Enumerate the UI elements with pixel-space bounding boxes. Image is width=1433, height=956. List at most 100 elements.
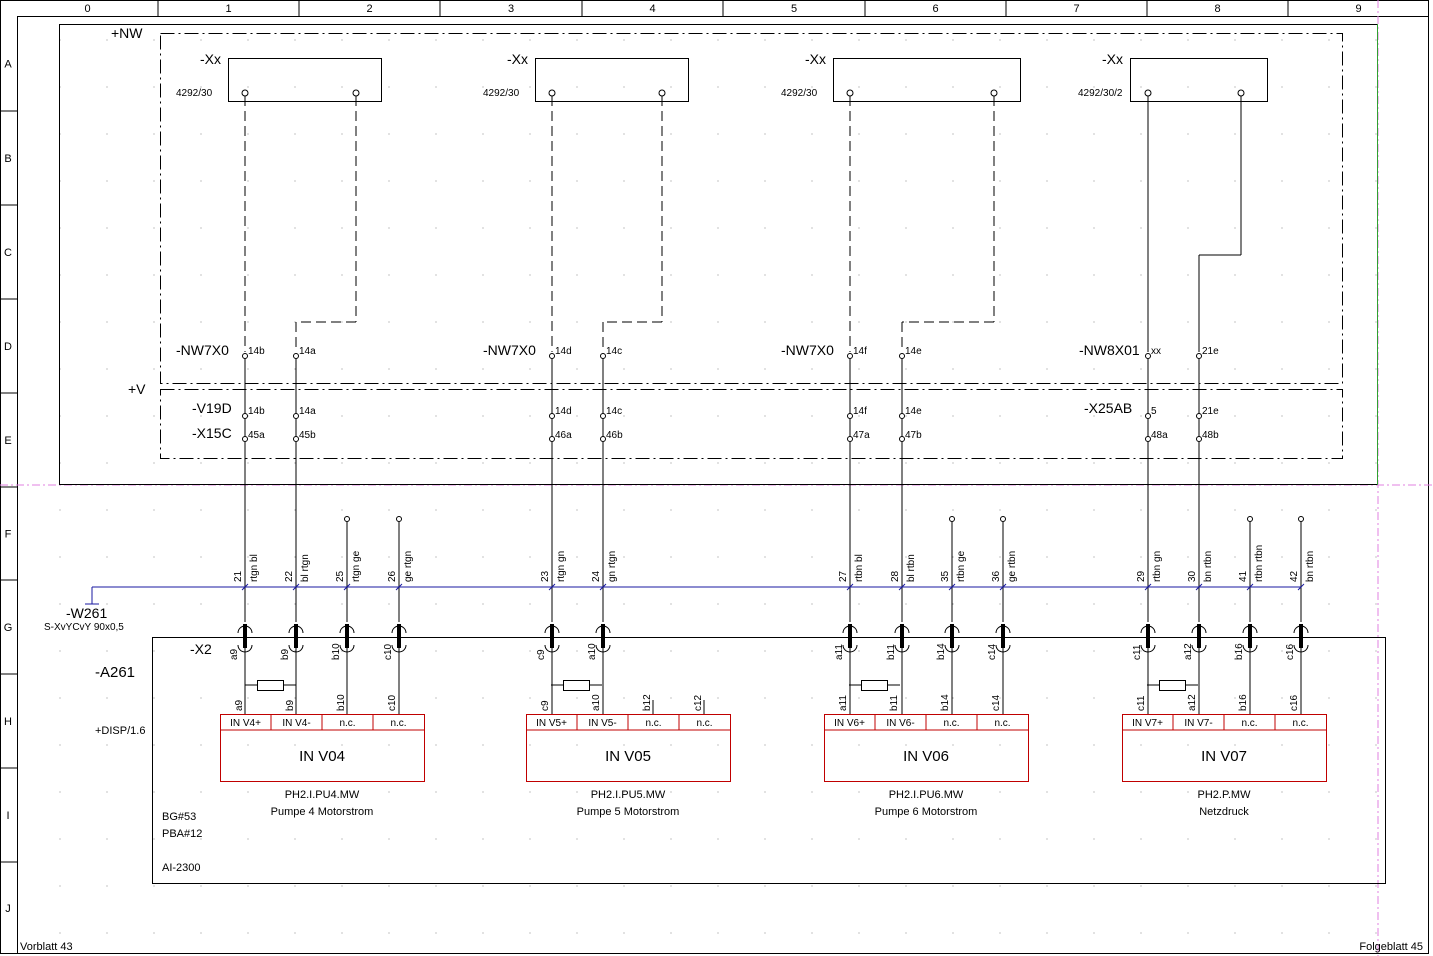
grid-dot [388,932,390,934]
plug-contact: a9 [229,624,253,714]
grid-dot [1281,885,1283,887]
wire-color: rtbn ge [956,550,967,582]
grid-dot [858,274,860,276]
grid-dot [717,368,719,370]
input-pin-label: c14 [991,694,1002,711]
input-pin-label: b14 [940,694,951,711]
grid-dot [952,697,954,699]
grid-dot [1234,321,1236,323]
input-cell-label: n.c. [390,718,406,729]
grid-dot [294,885,296,887]
grid-dot [435,932,437,934]
grid-dot [576,697,578,699]
grid-dot [200,603,202,605]
grid-dot [623,227,625,229]
grid-dot [905,39,907,41]
terminal-label: 14a [299,346,316,357]
input-title: IN V04 [299,748,345,765]
grid-dot [247,697,249,699]
terminal [899,353,905,359]
grid-dot [106,180,108,182]
grid-dot [153,509,155,511]
grid-dot [482,368,484,370]
grid-dot [999,180,1001,182]
grid-dot [1328,932,1330,934]
plug-pin-label: c14 [987,643,998,660]
grid-dot [529,650,531,652]
row-label: J [5,903,11,915]
grid-dot [1234,932,1236,934]
grid-dot [1187,39,1189,41]
grid-dot [482,838,484,840]
grid-dot [1328,509,1330,511]
plug-pin-label: a9 [229,648,240,660]
grid-dot [999,838,1001,840]
grid-dot [294,274,296,276]
grid-dot [1375,838,1377,840]
grid-dot [952,274,954,276]
grid-dot [1046,697,1048,699]
grid-dot [1187,556,1189,558]
grid-dot [341,274,343,276]
grid-dot [858,509,860,511]
grid-dot [388,509,390,511]
grid-dot [1234,133,1236,135]
terminal [242,353,248,359]
terminal-strip-nw: -NW7X0 [483,342,536,358]
terminal [1196,436,1202,442]
plug-pin-label: a10 [587,643,598,660]
grid-dot [341,885,343,887]
grid-dot [623,180,625,182]
grid-dot [1234,791,1236,793]
grid-dot [529,838,531,840]
grid-dot [1046,227,1048,229]
grid-dot [388,415,390,417]
grid-dot [1187,227,1189,229]
module-info-bg: BG#53 [162,811,196,823]
connector-ref: 4292/30/2 [1078,88,1123,99]
wire-color: bn rtbn [1305,551,1316,582]
cable-tick [599,583,607,591]
grid-dot [435,744,437,746]
module-name: -A261 [95,664,135,681]
grid-dot [153,932,155,934]
grid-dot [670,227,672,229]
connector-pin [658,89,666,97]
grid-dot [717,838,719,840]
grid-dot [482,86,484,88]
grid-dot [1328,697,1330,699]
grid-dot [529,932,531,934]
input-pin-label: b12 [642,694,653,711]
grid-dot [153,838,155,840]
grid-dot [1046,274,1048,276]
grid-dot [905,86,907,88]
grid-dot [153,39,155,41]
plug-contact: c9 [536,624,560,714]
grid-dot [623,133,625,135]
grid-dot [200,133,202,135]
grid-dot [388,838,390,840]
grid-dot [529,180,531,182]
grid-dot [670,932,672,934]
connector-name: -Xx [507,51,528,67]
terminal-label: 45a [248,430,265,441]
terminal [1196,413,1202,419]
input-pin-label: c16 [1289,694,1300,711]
grid-dot [247,885,249,887]
grid-dot [482,650,484,652]
grid-dot [153,180,155,182]
terminal [1145,353,1151,359]
open-end [949,516,955,522]
terminal-label: 21e [1202,346,1219,357]
grid-dot [952,321,954,323]
grid-dot [106,462,108,464]
grid-dot [1375,556,1377,558]
grid-dot [811,650,813,652]
input-pin-label: b11 [889,695,900,711]
grid-dot [106,39,108,41]
cable-tick [948,583,956,591]
terminal-strip-nw: -NW7X0 [176,342,229,358]
terminal-strip-x25ab: -X25AB [1084,400,1132,416]
grid-dot [200,415,202,417]
